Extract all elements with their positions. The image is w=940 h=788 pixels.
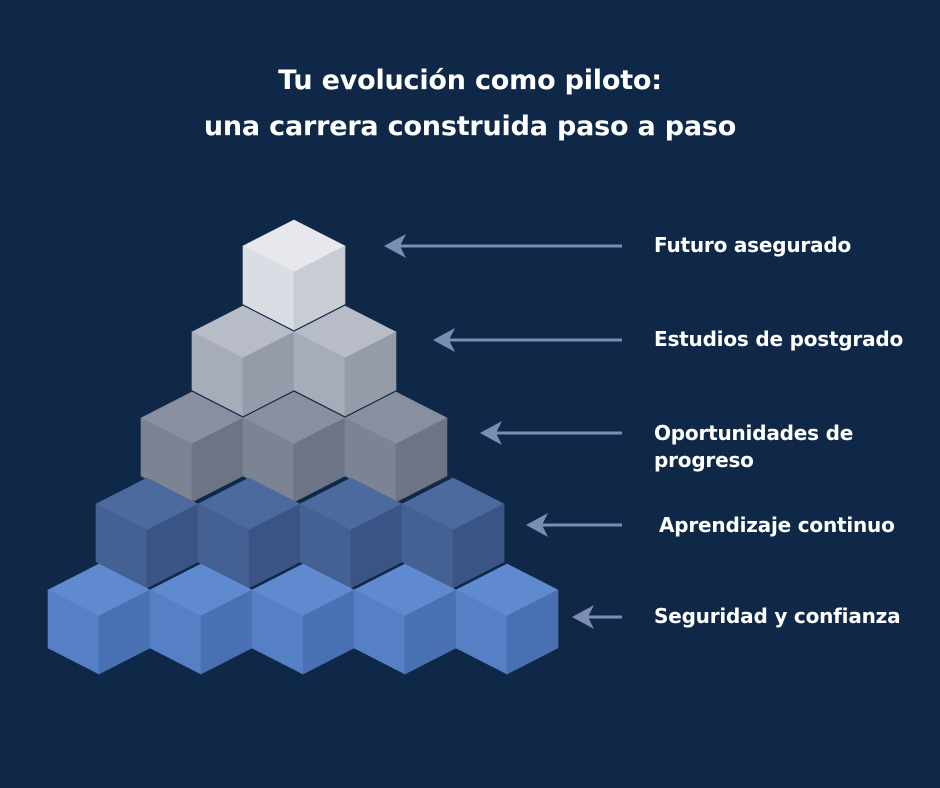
- cube: [455, 563, 559, 675]
- cube: [149, 563, 253, 675]
- level-label-line: Estudios de postgrado: [654, 327, 904, 351]
- arrow-head-icon: [526, 513, 548, 537]
- level-label-line: Oportunidades de: [654, 421, 854, 445]
- cube-right-face: [293, 245, 346, 331]
- cube: [95, 477, 199, 589]
- cube-right-face: [452, 503, 505, 589]
- cube: [251, 563, 355, 675]
- level-label-oportunidades: Oportunidades de progreso: [654, 420, 853, 474]
- level-label-futuro: Futuro asegurado: [654, 232, 851, 259]
- cube: [191, 305, 295, 417]
- pointer-arrow: [526, 513, 622, 537]
- pointer-arrow: [572, 605, 622, 629]
- cube-right-face: [506, 589, 559, 675]
- cube: [344, 391, 448, 503]
- pointer-arrow: [433, 328, 622, 352]
- level-label-aprendizaje: Aprendizaje continuo: [659, 512, 895, 539]
- pointer-arrow: [384, 234, 622, 258]
- arrow-head-icon: [572, 605, 594, 629]
- level-label-line: Seguridad y confianza: [654, 604, 901, 628]
- cube: [401, 477, 505, 589]
- page-title: Tu evolución como piloto: una carrera co…: [0, 58, 940, 150]
- cube: [299, 477, 403, 589]
- cube: [47, 563, 151, 675]
- level-label-seguridad: Seguridad y confianza: [654, 603, 901, 630]
- cube: [197, 477, 301, 589]
- level-label-estudios: Estudios de postgrado: [654, 326, 903, 353]
- level-label-line: Futuro asegurado: [654, 233, 852, 257]
- cube: [353, 563, 457, 675]
- level-label-line: progreso: [654, 448, 754, 472]
- arrow-head-icon: [480, 421, 502, 445]
- level-label-line: Aprendizaje continuo: [659, 513, 895, 537]
- arrow-head-icon: [384, 234, 406, 258]
- cube-right-face: [395, 417, 448, 503]
- pointer-arrow: [480, 421, 622, 445]
- title-line-2: una carrera construida paso a paso: [203, 111, 737, 142]
- arrow-head-icon: [433, 328, 455, 352]
- cube: [242, 219, 346, 331]
- title-line-1: Tu evolución como piloto:: [278, 65, 662, 96]
- cube: [242, 391, 346, 503]
- cube: [140, 391, 244, 503]
- cube-right-face: [344, 331, 397, 417]
- cube: [293, 305, 397, 417]
